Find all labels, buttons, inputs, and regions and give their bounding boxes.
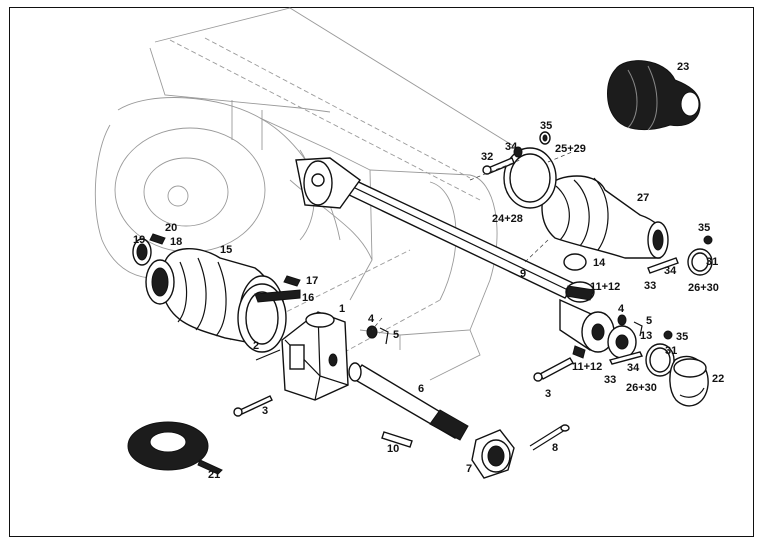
boot-27 — [541, 175, 669, 259]
callout-10: 10 — [387, 443, 399, 455]
clamp-screw-17 — [283, 275, 301, 287]
axle-shaft-9 — [295, 157, 577, 299]
callout-7: 7 — [466, 463, 472, 475]
callout-13: 13 — [640, 330, 652, 342]
cotter-pin-8 — [529, 424, 570, 451]
threaded-shaft-6 — [348, 362, 469, 441]
callout-labels: 1 2 3 3 4 4 5 5 6 7 8 9 10 11+12 11+12 1… — [133, 61, 724, 481]
clamp-18-19-20 — [132, 233, 166, 266]
callout-19: 19 — [133, 234, 145, 246]
callout-5-right: 5 — [646, 315, 652, 327]
clamp-ring-24-28 — [503, 147, 557, 209]
callout-18: 18 — [170, 236, 182, 248]
callout-34-lower: 34 — [627, 362, 640, 374]
washer-4-right — [617, 314, 627, 326]
callout-17: 17 — [306, 275, 318, 287]
callout-11-12-upper: 11+12 — [590, 281, 620, 293]
callout-21: 21 — [208, 469, 220, 481]
thrust-washer-21 — [127, 421, 223, 475]
callout-1: 1 — [339, 303, 345, 315]
callout-6: 6 — [418, 383, 424, 395]
callout-26-30-upper: 26+30 — [688, 282, 719, 294]
flange-13 — [607, 325, 637, 359]
callout-35-lower: 35 — [676, 331, 688, 343]
callout-26-30-lower: 26+30 — [626, 382, 657, 394]
nut-35-upper — [539, 131, 551, 145]
callout-31-lower: 31 — [665, 345, 677, 357]
callout-25-29: 25+29 — [555, 143, 586, 155]
callout-16: 16 — [302, 292, 314, 304]
callout-14: 14 — [593, 257, 606, 269]
callout-4-right: 4 — [618, 303, 625, 315]
callout-24-28: 24+28 — [492, 213, 523, 225]
callout-20: 20 — [165, 222, 177, 234]
castle-nut-7 — [471, 429, 515, 479]
nut-34-upper — [513, 146, 523, 158]
callout-34-right: 34 — [664, 265, 677, 277]
callout-35-right: 35 — [698, 222, 710, 234]
callout-11-12-lower: 11+12 — [572, 361, 602, 373]
callout-27: 27 — [637, 192, 649, 204]
clamp-ring-16 — [237, 283, 301, 353]
leader-lines — [371, 151, 573, 331]
callout-9: 9 — [520, 268, 526, 280]
callout-3-right: 3 — [545, 388, 551, 400]
callout-35-upper: 35 — [540, 120, 552, 132]
callout-4-left: 4 — [368, 313, 375, 325]
clamp-upper-right — [647, 235, 713, 276]
joint-yoke-1 — [281, 311, 349, 401]
clip-5-left — [379, 327, 389, 345]
pin-2 — [255, 349, 281, 361]
callout-15: 15 — [220, 244, 232, 256]
boot-23 — [607, 60, 701, 131]
callout-8: 8 — [552, 442, 558, 454]
bolt-3-right — [533, 357, 574, 382]
bolt-3-left — [233, 395, 273, 417]
rubber-cap-22 — [669, 355, 709, 407]
callout-34-upper: 34 — [505, 141, 518, 153]
callout-32: 32 — [481, 151, 493, 163]
callout-2: 2 — [253, 340, 259, 352]
callout-22: 22 — [712, 373, 724, 385]
callout-31-upper: 31 — [706, 256, 718, 268]
callout-23: 23 — [677, 61, 689, 73]
screw-32 — [482, 157, 515, 175]
ring-14 — [563, 253, 587, 271]
outer-joint-11-12 — [559, 281, 615, 359]
clamp-lower-right — [608, 330, 675, 377]
callout-5-left: 5 — [393, 329, 399, 341]
callout-3-left: 3 — [262, 405, 268, 417]
clip-5-right — [633, 321, 643, 337]
callout-33-upper: 33 — [644, 280, 656, 292]
washer-4-left — [366, 325, 378, 339]
key-10 — [381, 431, 413, 448]
callout-33-lower: 33 — [604, 374, 616, 386]
